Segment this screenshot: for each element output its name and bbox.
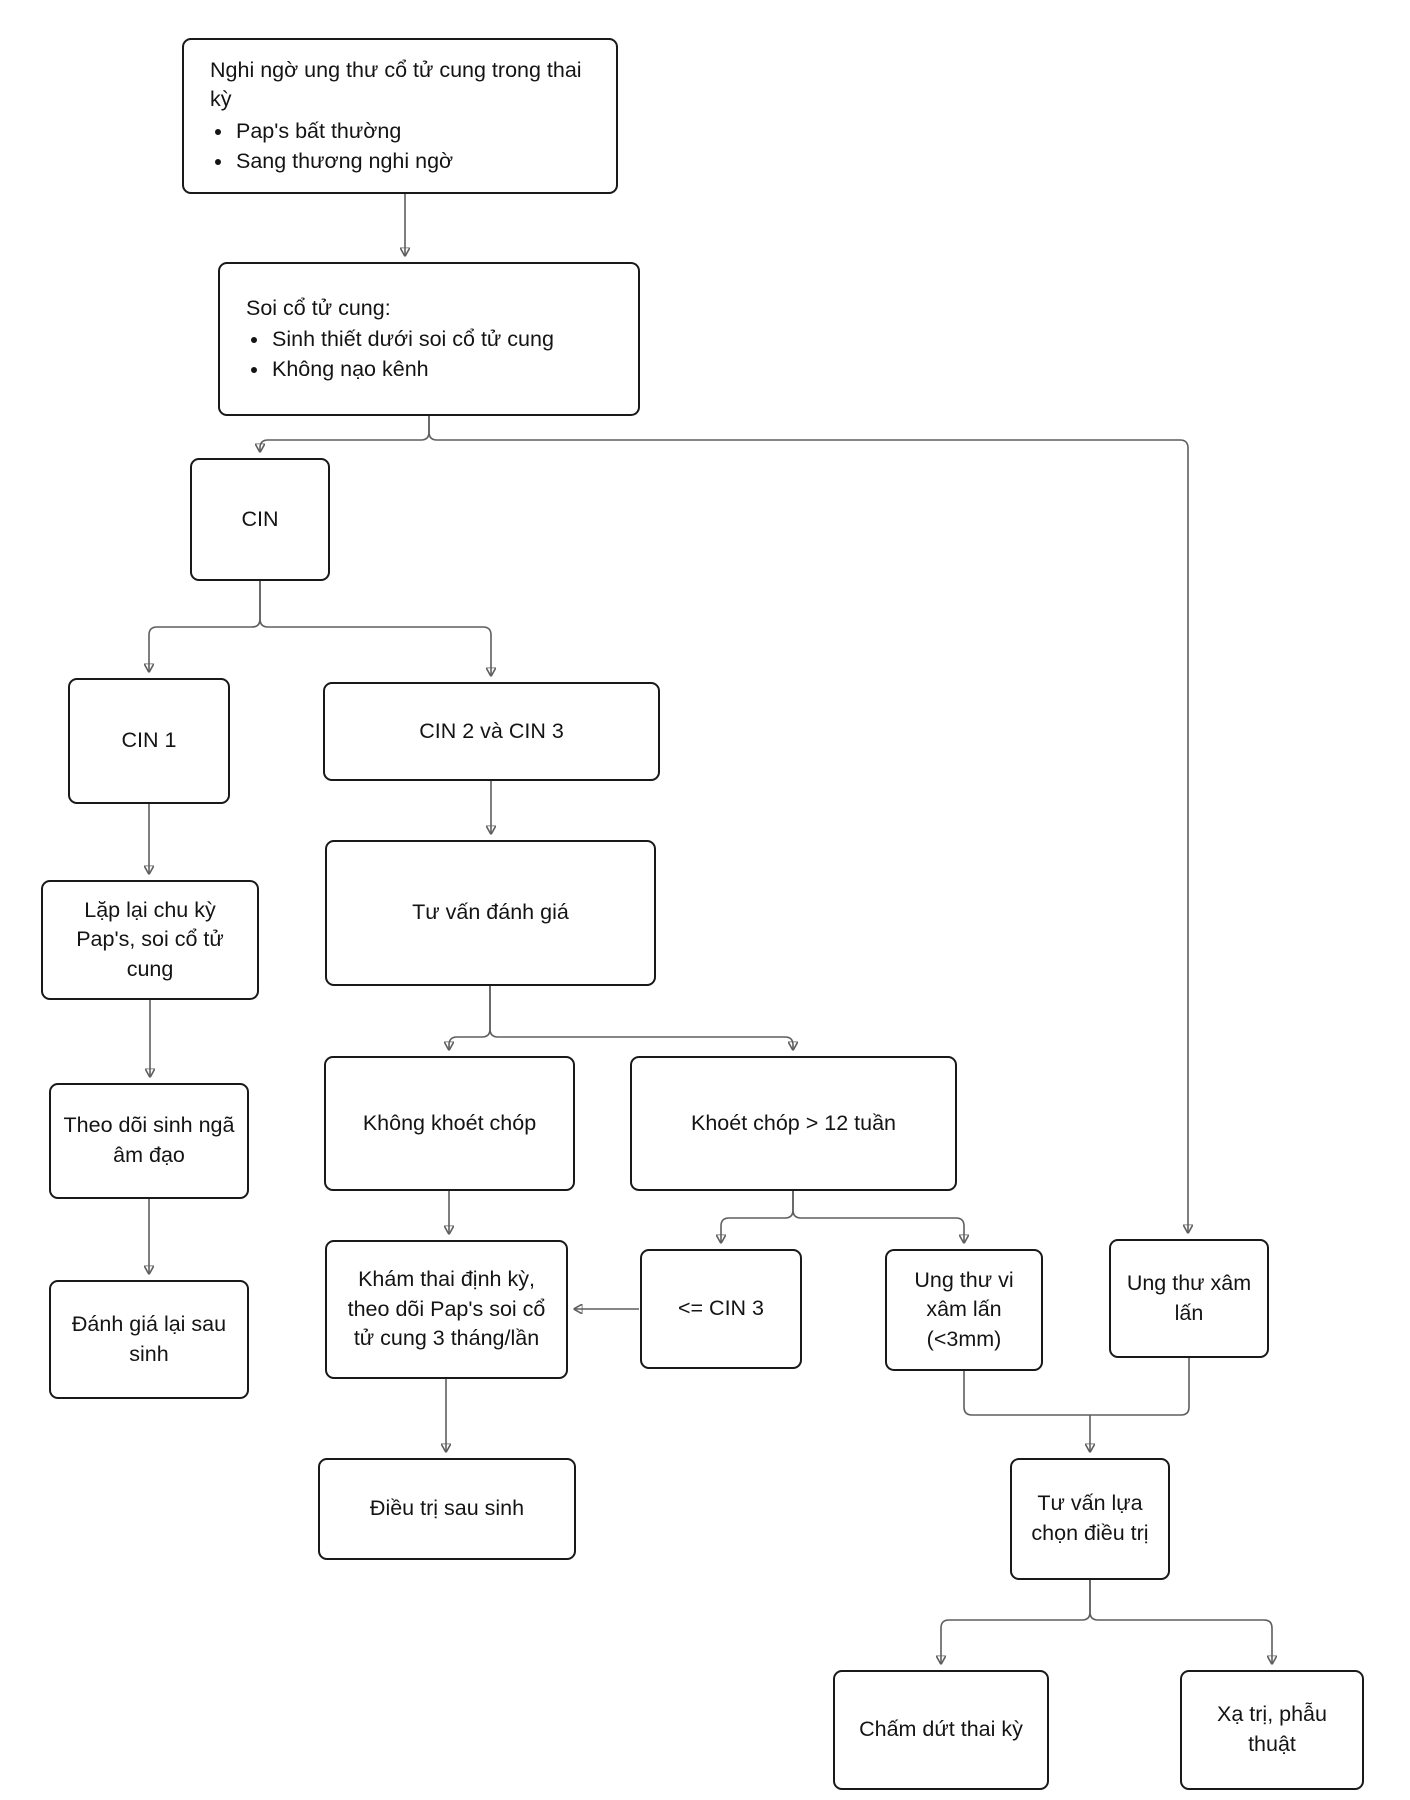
node-no-conization: Không khoét chóp <box>324 1056 575 1191</box>
node-cin1-label: CIN 1 <box>121 728 177 753</box>
node-colposcopy-bullets: Sinh thiết dưới soi cổ tử cung Không nạo… <box>246 325 554 384</box>
node-suspect-title: Nghi ngờ ung thư cổ tử cung trong thai k… <box>210 57 582 112</box>
bullet-suspicious-lesion: Sang thương nghi ngờ <box>234 147 453 177</box>
node-postpartum-treatment: Điều trị sau sinh <box>318 1458 576 1560</box>
node-le-cin3-label: <= CIN 3 <box>677 1296 765 1321</box>
edge-conization-lecin3 <box>721 1191 794 1242</box>
node-invasive-cancer: Ung thư xâm lấn <box>1109 1239 1269 1358</box>
node-repeat-pap-cycle: Lặp lại chu kỳ Pap's, soi cổ tử cung <box>41 880 259 1000</box>
edge-counseltreatment-radiation <box>1089 1580 1272 1663</box>
node-counsel-treatment-label: Tư vấn lựa chọn điều trị <box>1031 1491 1149 1545</box>
edge-counselassess-conization <box>489 986 793 1049</box>
node-cin23-label: CIN 2 và CIN 3 <box>419 718 564 743</box>
node-no-conization-label: Không khoét chóp <box>362 1110 537 1135</box>
node-colposcopy: Soi cổ tử cung: Sinh thiết dưới soi cổ t… <box>218 262 640 416</box>
edge-microinvasive-merge <box>963 1371 1090 1416</box>
edge-invasive-merge <box>1090 1358 1190 1416</box>
node-repeat-pap-label: Lặp lại chu kỳ Pap's, soi cổ tử cung <box>76 897 224 981</box>
node-radiation-surgery-label: Xạ trị, phẫu thuật <box>1217 1702 1327 1756</box>
node-routine-prenatal-followup: Khám thai định kỳ, theo dõi Pap's soi cổ… <box>325 1240 568 1379</box>
node-suspect-bullets: Pap's bất thường Sang thương nghi ngờ <box>210 117 453 176</box>
node-cin: CIN <box>190 458 330 581</box>
node-cin1: CIN 1 <box>68 678 230 804</box>
node-conization-gt12w: Khoét chóp > 12 tuần <box>630 1056 957 1191</box>
edge-cin-cin1 <box>149 581 261 671</box>
edge-cin-cin23 <box>259 581 491 675</box>
node-le-cin3: <= CIN 3 <box>640 1249 802 1369</box>
node-conization-label: Khoét chóp > 12 tuần <box>690 1110 897 1135</box>
node-terminate-pregnancy-label: Chấm dứt thai kỳ <box>859 1717 1023 1742</box>
edge-counseltreatment-terminate <box>941 1580 1091 1663</box>
node-reassess-postpartum: Đánh giá lại sau sinh <box>49 1280 249 1399</box>
node-counsel-treatment-choice: Tư vấn lựa chọn điều trị <box>1010 1458 1170 1580</box>
node-cin2-cin3: CIN 2 và CIN 3 <box>323 682 660 781</box>
node-counsel-assess-label: Tư vấn đánh giá <box>412 900 569 925</box>
edge-counselassess-noconization <box>449 986 491 1049</box>
bullet-biopsy-under-colposcopy: Sinh thiết dưới soi cổ tử cung <box>270 325 554 355</box>
node-terminate-pregnancy: Chấm dứt thai kỳ <box>833 1670 1049 1790</box>
node-microinvasive-cancer: Ung thư vi xâm lấn (<3mm) <box>885 1249 1043 1371</box>
node-counsel-assess: Tư vấn đánh giá <box>325 840 656 986</box>
bullet-paps-abnormal: Pap's bất thường <box>234 117 453 147</box>
node-suspect-cervical-cancer: Nghi ngờ ung thư cổ tử cung trong thai k… <box>182 38 618 194</box>
node-colposcopy-title: Soi cổ tử cung: <box>246 295 391 320</box>
node-routine-prenatal-label: Khám thai định kỳ, theo dõi Pap's soi cổ… <box>347 1267 546 1351</box>
node-radiation-surgery: Xạ trị, phẫu thuật <box>1180 1670 1364 1790</box>
edge-conization-microinvasive <box>792 1191 964 1242</box>
node-invasive-label: Ung thư xâm lấn <box>1126 1270 1252 1325</box>
bullet-no-curettage: Không nạo kênh <box>270 355 554 385</box>
edge-colposcopy-cin <box>260 416 430 451</box>
node-cin-label: CIN <box>241 506 279 531</box>
node-vaginal-birth-label: Theo dõi sinh ngã âm đạo <box>63 1113 235 1167</box>
node-reassess-postpartum-label: Đánh giá lại sau sinh <box>71 1311 227 1366</box>
node-vaginal-birth-followup: Theo dõi sinh ngã âm đạo <box>49 1083 249 1199</box>
node-postpartum-treatment-label: Điều trị sau sinh <box>369 1496 525 1521</box>
node-microinvasive-label: Ung thư vi xâm lấn (<3mm) <box>914 1267 1014 1351</box>
